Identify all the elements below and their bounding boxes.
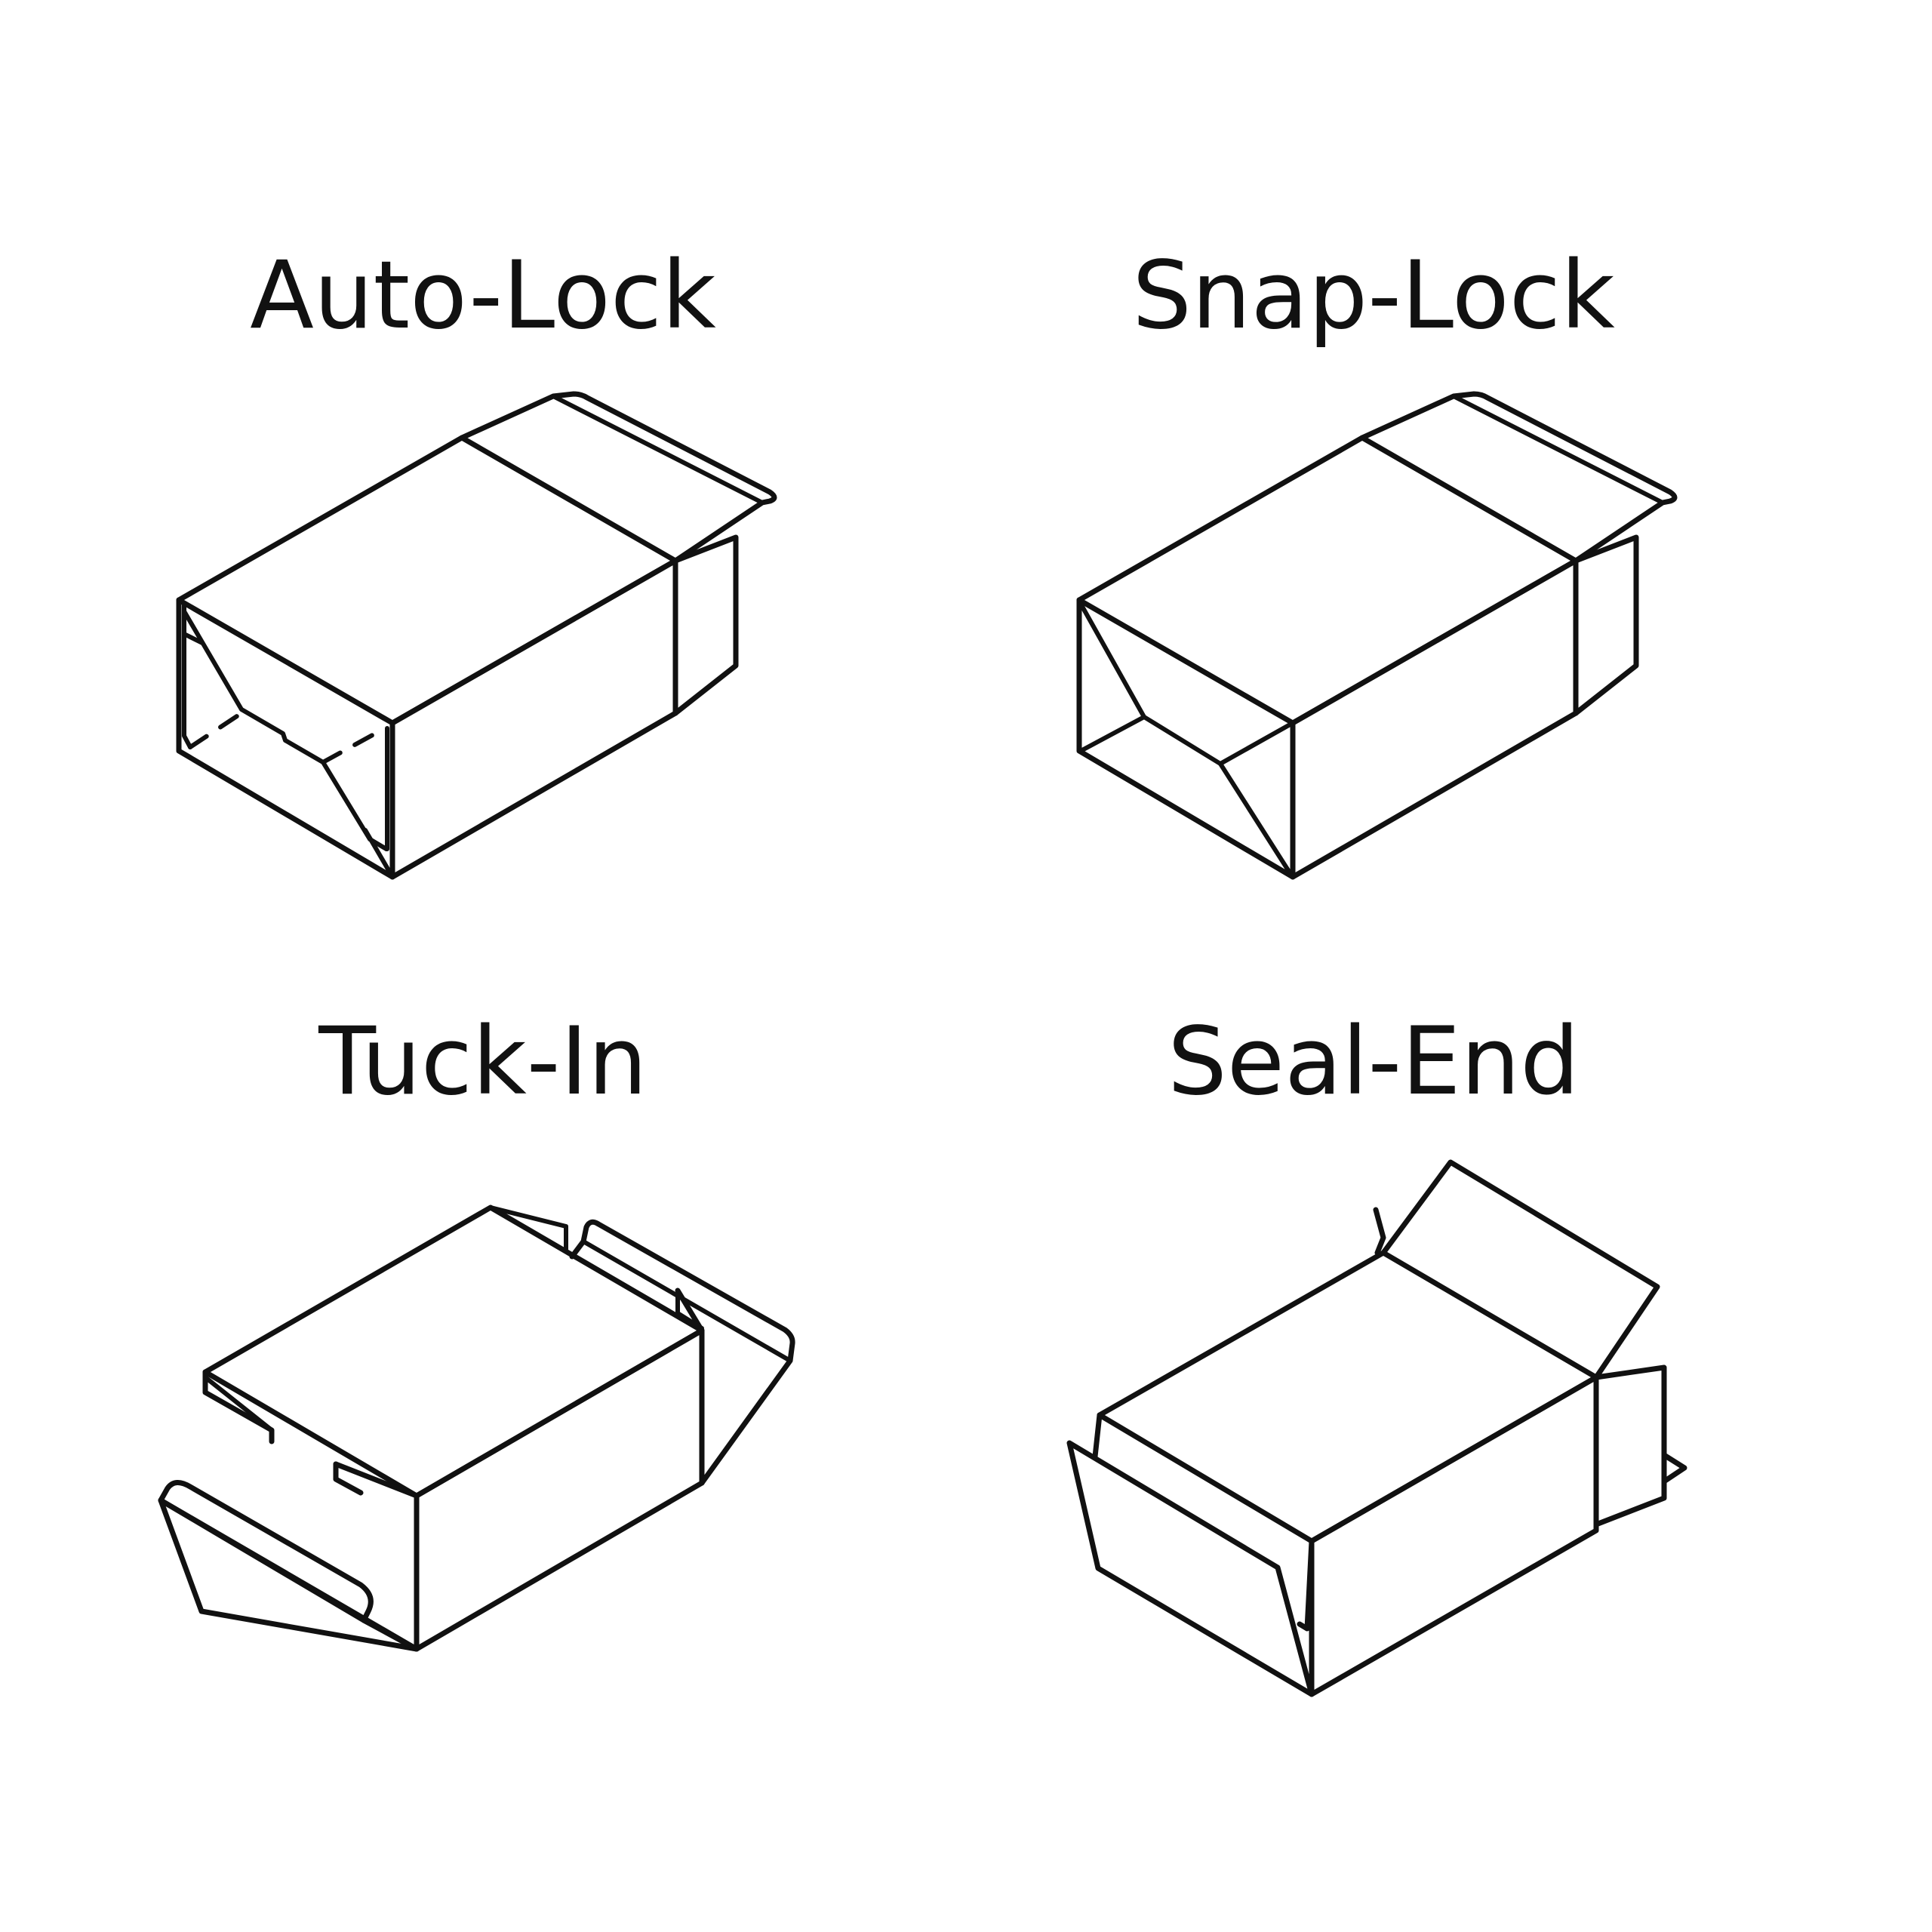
auto-lock-title: Auto-Lock [250,242,716,350]
seal-end-box-icon [1066,1159,1687,1697]
snap-lock-box-icon [1076,391,1678,880]
snap-lock-title: Snap-Lock [1132,242,1615,350]
tuck-in-title: Tuck-In [318,1008,648,1116]
tuck-in-box-icon [158,1204,795,1652]
seal-end-title: Seal-End [1168,1008,1580,1116]
auto-lock-box-icon [176,391,777,880]
